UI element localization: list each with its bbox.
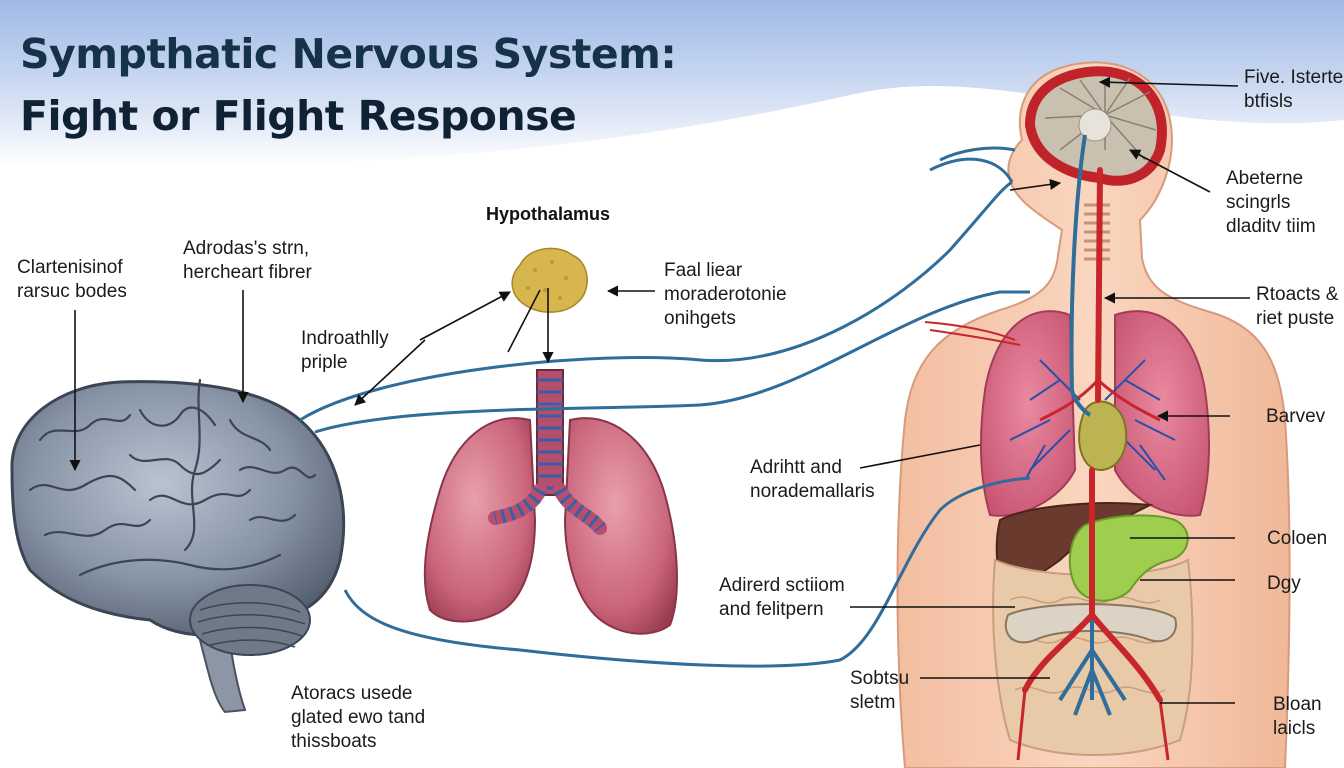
label-rtoacts: Rtoacts &riet puste [1256,284,1339,329]
body-left-lung [979,310,1077,517]
label-coloen: Coloen [1267,528,1328,549]
label-barvev: Barvev [1266,406,1326,427]
left-lung [423,417,537,623]
trachea [488,369,607,535]
heart [1078,400,1128,472]
title-line-1: Sympthatic Nervous System: [20,30,677,78]
stomach [1068,514,1189,602]
hypothalamus-gland [511,247,588,313]
label-adrodas: Adrodas's strn,hercheart fibrer [183,238,312,283]
head-brain [1024,66,1167,186]
bronchial-tree [1009,359,1176,481]
title-line-2: Fight or Flight Response [20,92,577,140]
spinal-nerve-trunk [1058,134,1127,716]
nerve-pathways [299,146,1031,668]
hypothalamus-label: Hypothalamus [486,204,611,224]
right-lung [563,417,678,635]
arteries [1022,167,1163,703]
central-lungs [423,369,678,635]
pointer-lines [69,76,1250,704]
human-torso [896,61,1291,768]
sky-background [0,0,1344,167]
brain [10,378,346,714]
label-dgy: Dgy [1267,573,1301,594]
